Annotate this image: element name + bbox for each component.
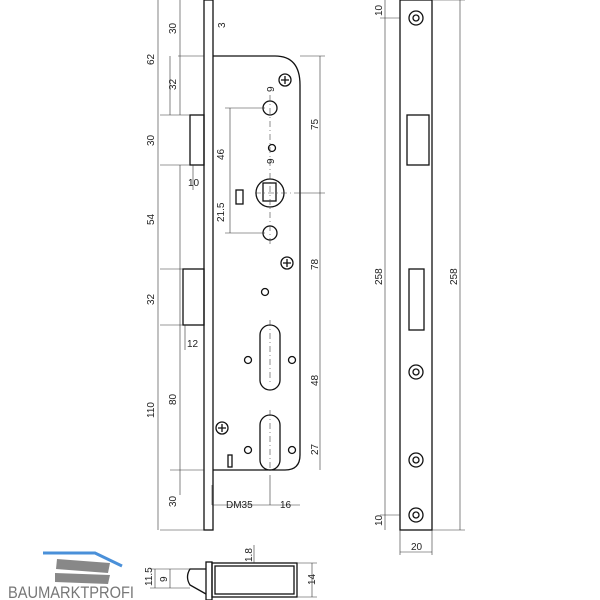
small-hole xyxy=(243,355,253,365)
dim-label: 12 xyxy=(187,339,199,350)
faceplate-section xyxy=(205,561,213,600)
small-hole xyxy=(287,355,297,365)
latch-section xyxy=(186,568,207,595)
dim-label: 9 xyxy=(266,86,277,92)
dim-label: 14 xyxy=(307,573,318,585)
small-hole xyxy=(287,445,297,455)
faceplate xyxy=(203,0,214,531)
front-view-dimensions: 30 62 32 30 10 54 32 12 80 110 30 3 9 75… xyxy=(146,22,321,511)
dim-label: 80 xyxy=(168,393,179,405)
case-section xyxy=(211,562,298,598)
screw-hole-icon xyxy=(408,364,424,380)
cylinder-cutout xyxy=(259,414,281,471)
dim-label: 10 xyxy=(374,4,385,16)
screw-icon xyxy=(278,73,292,87)
latch xyxy=(406,114,430,166)
dim-label: DM35 xyxy=(226,500,253,511)
screw-hole-icon xyxy=(408,507,424,523)
small-hole xyxy=(243,445,253,455)
small-hole xyxy=(267,143,277,153)
catch xyxy=(235,189,244,205)
dim-label: 30 xyxy=(168,495,179,507)
dim-label: 27 xyxy=(310,443,321,455)
dim-label: 32 xyxy=(146,293,157,305)
bolt xyxy=(182,268,205,326)
dim-label: 54 xyxy=(146,213,157,225)
dim-label: 30 xyxy=(146,134,157,146)
front-view xyxy=(157,0,325,531)
lock-case xyxy=(213,55,301,471)
bottom-view: 1.8 11.5 9 14 xyxy=(144,545,318,600)
dim-label: 48 xyxy=(310,374,321,386)
dim-label: 3 xyxy=(217,22,228,28)
dim-label: 78 xyxy=(310,258,321,270)
cylinder-cutout xyxy=(259,324,281,391)
logo-text: BAUMARKTPROFI xyxy=(8,583,134,600)
latch xyxy=(189,114,205,166)
dim-label: 75 xyxy=(310,118,321,130)
slot xyxy=(227,454,233,468)
dim-label: 11.5 xyxy=(144,567,155,586)
dim-label: 21.5 xyxy=(216,202,227,222)
dim-label: 9 xyxy=(266,158,277,164)
baumarktprofi-logo: BAUMARKTPROFI xyxy=(8,551,134,600)
dim-label: 258 xyxy=(449,268,460,285)
dim-label: 46 xyxy=(216,148,227,160)
dim-label: 16 xyxy=(280,500,292,511)
dim-label: 20 xyxy=(411,542,423,553)
faceplate xyxy=(399,0,433,531)
dim-label: 258 xyxy=(374,268,385,285)
dim-label: 10 xyxy=(374,514,385,526)
dim-label: 10 xyxy=(188,178,200,189)
dim-label: 62 xyxy=(146,53,157,65)
screw-hole-icon xyxy=(408,452,424,468)
screw-hole-icon xyxy=(408,10,424,26)
screw-icon xyxy=(215,421,229,435)
dim-label: 110 xyxy=(146,402,157,418)
screw-icon xyxy=(280,256,294,270)
side-view: 10 258 258 10 20 xyxy=(374,0,465,555)
dim-label: 32 xyxy=(168,78,179,90)
case-inner xyxy=(214,565,295,595)
dim-label: 1.8 xyxy=(244,548,255,562)
dim-label: 9 xyxy=(159,576,170,582)
bolt-slot xyxy=(408,268,425,331)
spindle-square xyxy=(262,182,277,202)
small-hole xyxy=(260,287,270,297)
dim-label: 30 xyxy=(168,22,179,34)
